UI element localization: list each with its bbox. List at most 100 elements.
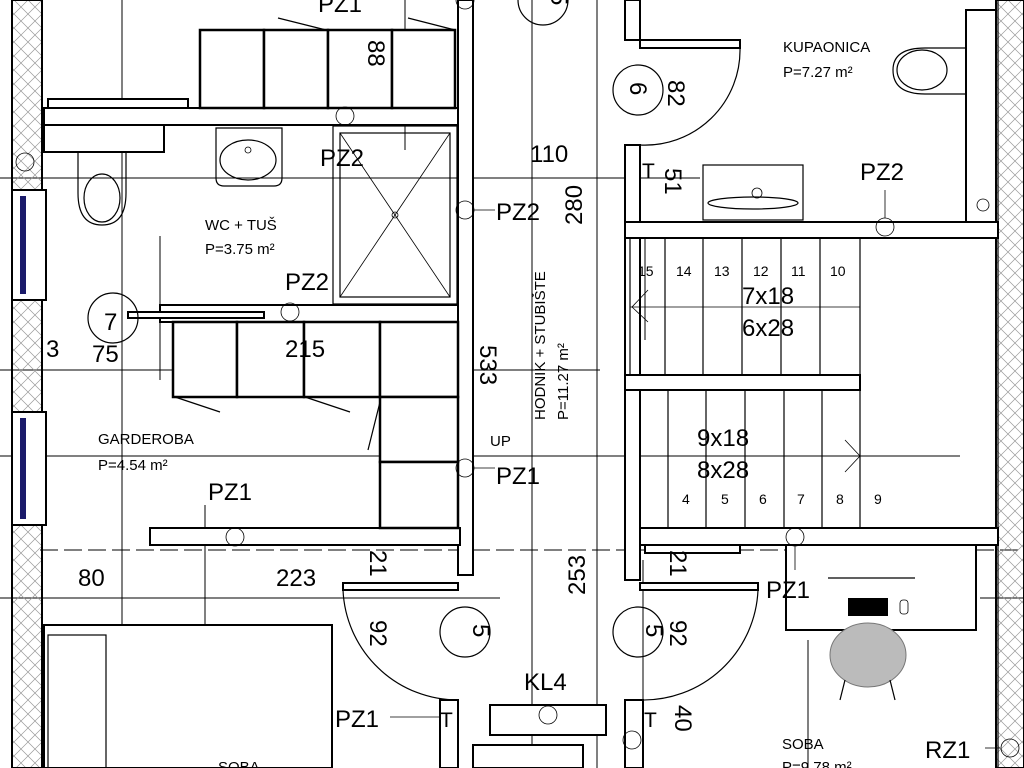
- outer-wall-right: [995, 0, 1024, 768]
- dim-253: 253: [564, 555, 591, 595]
- wall: [439, 699, 459, 768]
- dim-215: 215: [285, 336, 325, 363]
- door-tag-5: 5: [545, 0, 572, 5]
- room-area-kupaonica: P=7.27 m²: [783, 64, 853, 81]
- label-pz2: PZ2: [320, 145, 364, 172]
- office-chair: [829, 622, 907, 701]
- door-tag-5: 5: [467, 624, 494, 637]
- door-tag-circle: [517, 0, 569, 26]
- dim-80: 80: [78, 565, 105, 592]
- wall: [624, 144, 641, 581]
- step-number: 11: [791, 263, 806, 279]
- wall: [639, 582, 759, 591]
- desk: [785, 544, 977, 631]
- door-swing: [639, 589, 759, 701]
- dim-280: 280: [561, 185, 588, 225]
- wardrobe-garderoba: [171, 320, 460, 530]
- step-number: 7: [797, 491, 805, 507]
- kl4-element: [489, 704, 607, 736]
- dim-3: 3: [46, 336, 59, 363]
- wall: [43, 107, 459, 126]
- toilet-wc: [77, 153, 127, 226]
- dim-92: 92: [664, 620, 691, 647]
- label-up: UP: [490, 433, 511, 450]
- element-labels: PZ1 PZ2 PZ2 PZ2 PZ2 PZ1 PZ1 UP PZ1 PZ1 K…: [208, 0, 970, 764]
- wall: [472, 744, 584, 768]
- label-t: T: [440, 709, 453, 732]
- step-number: 4: [682, 491, 690, 507]
- dim-110: 110: [530, 141, 568, 168]
- step-number: 12: [753, 263, 769, 279]
- dim-223: 223: [276, 565, 316, 592]
- step-number: 9: [874, 491, 882, 507]
- stair-spec: 7x18: [742, 283, 794, 310]
- step-number: 13: [714, 263, 730, 279]
- sliding-door: [127, 311, 265, 319]
- dim-40: 40: [669, 705, 696, 732]
- corridor-wall-left: [457, 0, 474, 576]
- label-pz2: PZ2: [285, 269, 329, 296]
- label-pz1: PZ1: [318, 0, 362, 18]
- label-pz2: PZ2: [860, 159, 904, 186]
- room-labels: WC + TUŠ P=3.75 m² KUPAONICA P=7.27 m² H…: [98, 39, 870, 768]
- door-tag-6: 6: [624, 82, 651, 95]
- stairs-lower: [639, 389, 861, 529]
- shower: [332, 125, 458, 305]
- door-swing: [342, 589, 459, 701]
- wall: [47, 634, 107, 768]
- outer-wall-left: [11, 0, 43, 191]
- wall: [639, 39, 741, 49]
- room-name-garderoba: GARDEROBA: [98, 431, 194, 448]
- wall: [624, 0, 641, 41]
- step-number: 8: [836, 491, 844, 507]
- toilet-kupaonica: [892, 47, 965, 95]
- label-pz1: PZ1: [335, 706, 379, 733]
- dim-533: 533: [474, 345, 501, 385]
- wardrobe-top: [47, 17, 457, 110]
- wall: [639, 527, 999, 546]
- wall: [644, 544, 741, 554]
- room-area-wc: P=3.75 m²: [205, 241, 275, 258]
- stair-landing-wall: [624, 374, 861, 391]
- label-t: T: [642, 160, 655, 183]
- step-number: 14: [676, 263, 692, 279]
- room-name-soba: SOBA: [782, 736, 824, 753]
- wall: [624, 699, 644, 768]
- window-glass: [20, 196, 26, 294]
- step-number: 15: [638, 263, 654, 279]
- label-pz1: PZ1: [208, 479, 252, 506]
- window-left-1: [11, 189, 47, 301]
- room-area-hodnik: P=11.27 m²: [555, 343, 572, 420]
- wall: [43, 624, 333, 768]
- label-pz2: PZ2: [496, 199, 540, 226]
- label-pz1: PZ1: [496, 463, 540, 490]
- outer-wall-left: [11, 299, 43, 413]
- label-rz1: RZ1: [925, 737, 970, 764]
- sink: [215, 127, 283, 187]
- stair-spec: 6x28: [742, 315, 794, 342]
- wall: [342, 582, 459, 591]
- outer-wall-left: [11, 524, 43, 768]
- door-tag-circle: [612, 64, 664, 116]
- dim-88: 88: [362, 40, 389, 67]
- room-area-garderoba: P=4.54 m²: [98, 457, 168, 474]
- door-tag-circle: [439, 606, 491, 658]
- wall: [965, 9, 997, 223]
- stair-labels: 15 14 13 12 11 10 7x18 6x28 4 5 6 7 8 9 …: [638, 263, 882, 507]
- stair-spec: 9x18: [697, 425, 749, 452]
- label-pz1: PZ1: [766, 577, 810, 604]
- stair-spec: 8x28: [697, 457, 749, 484]
- dim-82: 82: [662, 80, 689, 107]
- room-name-hodnik: HODNIK + STUBIŠTE: [532, 271, 549, 420]
- room-name-kupaonica: KUPAONICA: [783, 39, 870, 56]
- dim-51: 51: [659, 168, 686, 195]
- room-area-soba: P=9.78 m²: [782, 759, 852, 768]
- label-t: T: [644, 709, 657, 732]
- dim-21: 21: [664, 550, 691, 577]
- dim-75: 75: [92, 341, 119, 368]
- door-tags: 7 6 5 5 5: [104, 0, 667, 637]
- installation-markers: [15, 0, 1020, 758]
- window-left-2: [11, 411, 47, 526]
- door-swing: [639, 47, 741, 146]
